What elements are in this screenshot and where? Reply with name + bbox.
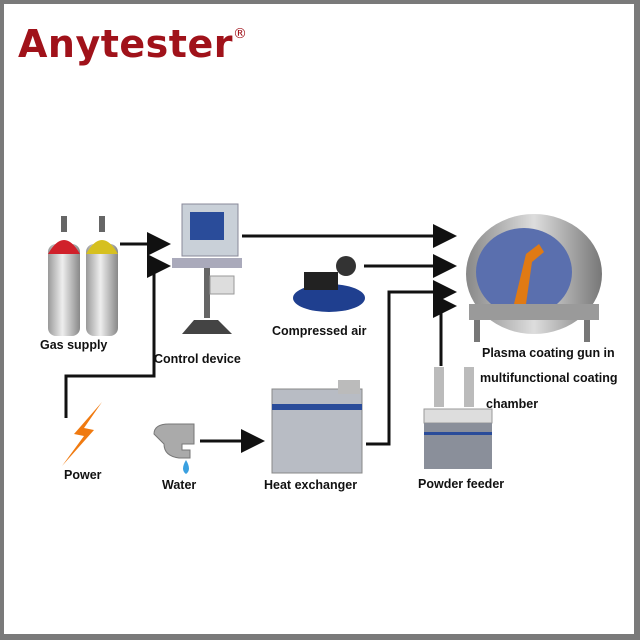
label-plasma-line2: multifunctional coating: [480, 371, 618, 385]
label-control-device: Control device: [154, 352, 241, 366]
arrow-heat-to-chamber: [366, 280, 457, 446]
registered-mark: ®: [232, 26, 248, 42]
air-compressor-icon: [293, 256, 365, 312]
logo-text: Anytester: [18, 22, 233, 66]
flow-arrows: [64, 224, 457, 453]
diagram-canvas: [48, 203, 602, 474]
label-power: Power: [64, 468, 102, 482]
arrow-powder-to-chamber: [433, 294, 457, 366]
powder-feeder-icon: [423, 367, 493, 469]
gas-cylinders-icon: [48, 216, 118, 336]
arrow-power-to-control: [64, 254, 171, 418]
water-tap-icon: [153, 423, 195, 474]
label-water: Water: [162, 478, 197, 492]
control-device-icon: [172, 203, 242, 334]
label-heat-exchanger: Heat exchanger: [264, 478, 358, 492]
label-gas-supply: Gas supply: [40, 338, 108, 352]
label-plasma-line3: chamber: [486, 397, 539, 411]
plasma-coating-chamber-icon: [466, 214, 602, 342]
label-compressed-air: Compressed air: [272, 324, 367, 338]
lightning-bolt-icon: [62, 402, 102, 466]
heat-exchanger-icon: [271, 380, 363, 474]
label-powder-feeder: Powder feeder: [418, 477, 505, 491]
logo: Anytester®: [18, 22, 247, 66]
label-plasma-line1: Plasma coating gun in: [482, 346, 615, 360]
